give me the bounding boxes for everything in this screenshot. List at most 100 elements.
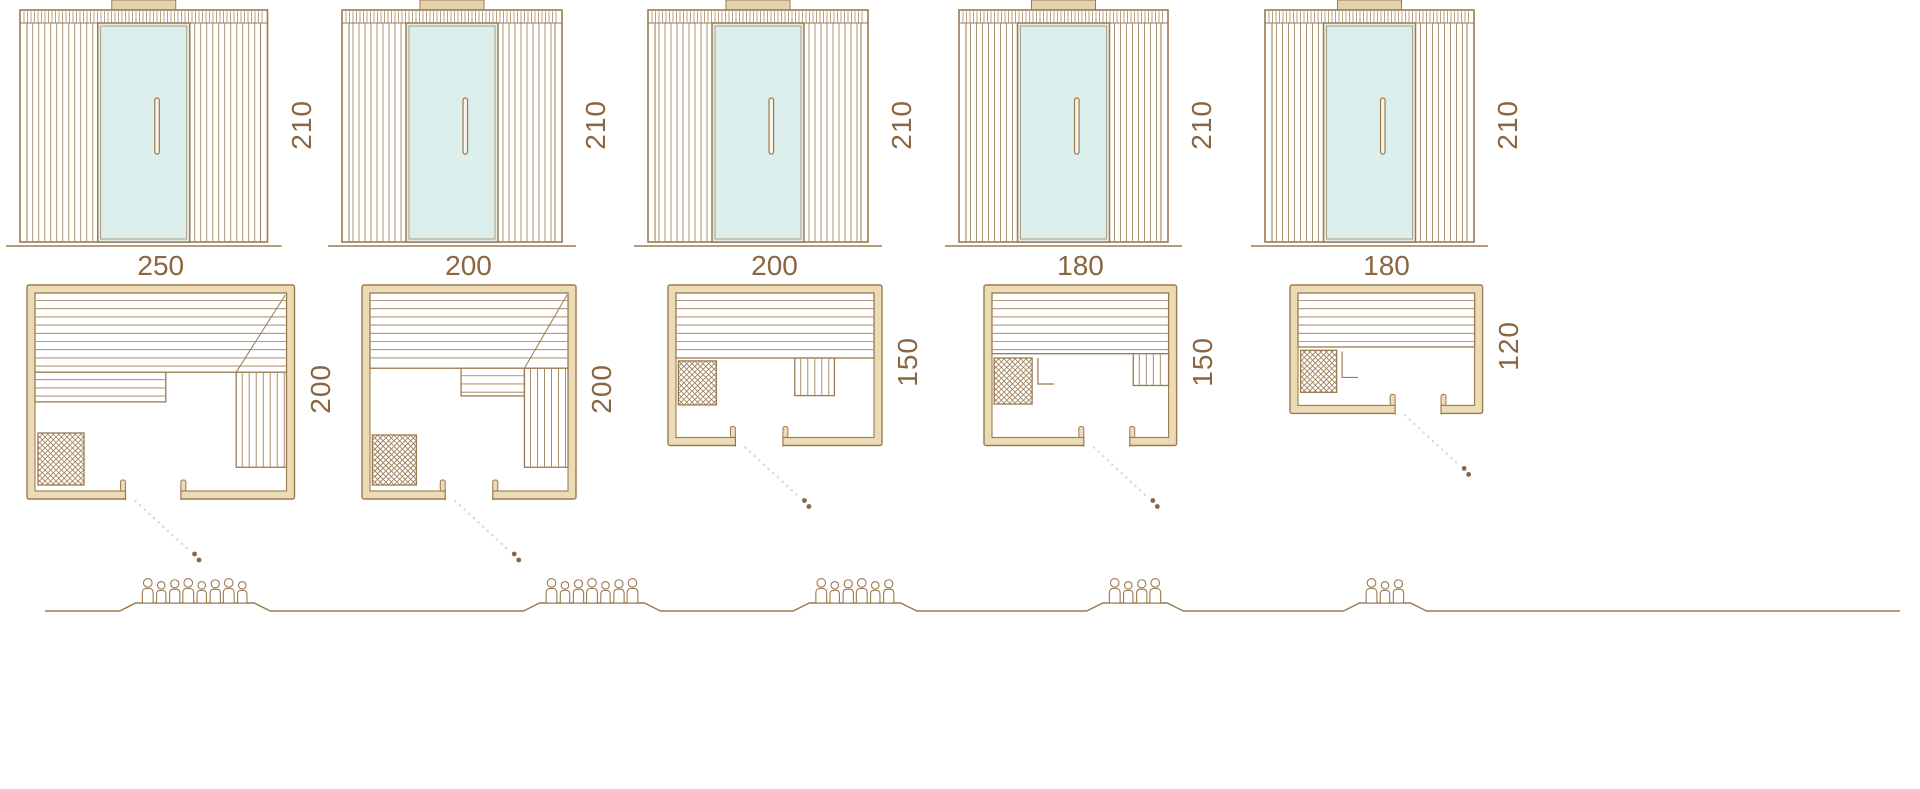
capacity-people-group (815, 578, 895, 604)
floor-plan-area: 200 (360, 283, 617, 581)
door-handle (767, 97, 774, 155)
capacity-people-group (545, 578, 639, 604)
door-opening (734, 436, 783, 448)
front-elevation: 210 (327, 0, 611, 250)
plan-depth-label: 150 (891, 337, 923, 387)
ground-line (45, 602, 1900, 612)
bench-edge (1037, 358, 1055, 385)
front-elevation-drawing (1251, 0, 1488, 247)
plan-width-label: 180 (1363, 250, 1410, 281)
floor-plan-drawing (26, 284, 296, 563)
plan-width-label: 250 (137, 250, 185, 281)
bench (34, 292, 288, 373)
door-handle (461, 97, 468, 155)
glass-door (1322, 22, 1417, 243)
door-handle-dots-icon (801, 498, 807, 503)
door-opening (1084, 436, 1130, 448)
floor-plan-area: 120 (1288, 283, 1524, 495)
door-jamb (1440, 393, 1447, 406)
floor-plan: 180 150 (982, 250, 1218, 528)
floor-plan: 250 200 (25, 250, 336, 581)
floor-plan-area: 150 (982, 283, 1218, 528)
floor-plan-drawing (360, 284, 577, 563)
floor-plan-drawing (666, 284, 883, 509)
heater-icon (677, 360, 716, 405)
door-handle (154, 97, 160, 155)
glass-door (710, 22, 805, 243)
glass-door (404, 22, 499, 243)
roof-vent (1031, 0, 1096, 11)
door-handle-dots-icon (515, 557, 521, 563)
door-jamb (120, 479, 127, 492)
front-elevation: 210 (633, 0, 917, 250)
door-handle-dots-icon (1150, 498, 1156, 503)
elevation-height-label: 210 (885, 100, 917, 150)
sauna-columns-row: 210 250 200 210 200 200 (6, 0, 1540, 581)
door-jamb (781, 426, 788, 438)
roof-vent (725, 0, 790, 11)
capacity-people-group (1365, 578, 1405, 604)
bench (235, 371, 288, 468)
floor-plan: 180 120 (1288, 250, 1524, 495)
door-jamb (1078, 425, 1085, 438)
roof-vent (419, 0, 484, 11)
glass-door (1016, 22, 1111, 243)
bench (368, 292, 569, 369)
floor-plan-area: 200 (25, 283, 336, 581)
door-jamb (1129, 425, 1136, 438)
front-elevation-drawing (633, 0, 882, 247)
heater-icon (38, 433, 85, 485)
elevation-height-label: 210 (579, 100, 611, 150)
plan-width-label: 200 (751, 250, 798, 281)
bench (1132, 353, 1170, 387)
plan-depth-label: 150 (1186, 337, 1218, 387)
door-swing-dotted-icon (453, 499, 508, 551)
heater-icon (371, 435, 416, 485)
bench (991, 292, 1170, 355)
sauna-variant-200x150: 210 200 150 (622, 0, 928, 581)
sauna-variant-180x150: 210 180 150 (928, 0, 1234, 581)
door-jamb (1389, 393, 1396, 406)
bench (459, 367, 525, 397)
roof-vent (1337, 0, 1402, 11)
floor-plan-drawing (983, 284, 1178, 509)
floor-plan-drawing (1289, 284, 1484, 477)
door-swing-dotted-icon (1092, 446, 1148, 497)
front-elevation: 210 (1251, 0, 1523, 250)
door-opening (444, 489, 493, 501)
capacity-people-group (141, 578, 248, 604)
bench-edge (1341, 351, 1359, 379)
floor-plan: 200 150 (666, 250, 923, 528)
sauna-variant-250x200: 210 250 200 (6, 0, 336, 581)
roof-vent (111, 0, 177, 11)
front-elevation-drawing (6, 0, 282, 247)
door-jamb (729, 426, 736, 438)
door-handle-dots-icon (1466, 471, 1472, 477)
heater-icon (994, 358, 1033, 405)
capacity-people-group (1108, 578, 1162, 604)
plan-depth-label: 200 (585, 364, 617, 414)
plan-width-label: 180 (1057, 250, 1104, 281)
elevation-height-label: 210 (1186, 100, 1217, 150)
bench (1297, 292, 1476, 348)
door-handle-dots-icon (1155, 504, 1160, 509)
floor-plan-area: 150 (666, 283, 923, 528)
door-handle-dots-icon (192, 551, 197, 557)
door-handle-dots-icon (806, 504, 811, 509)
sauna-variant-180x120: 210 180 120 (1234, 0, 1540, 581)
glass-door (97, 22, 191, 243)
door-handle (1379, 97, 1386, 155)
door-swing-dotted-icon (134, 499, 189, 551)
door-jamb (439, 479, 446, 492)
front-elevation-drawing (327, 0, 576, 247)
door-handle-dots-icon (196, 557, 202, 563)
front-elevation: 210 (945, 0, 1217, 250)
ground-line-capacity-row (45, 578, 1900, 612)
door-opening (1395, 404, 1442, 416)
sauna-variant-200x200: 210 200 200 (316, 0, 622, 581)
door-swing-dotted-icon (1404, 414, 1459, 465)
plan-depth-label: 120 (1492, 321, 1524, 371)
door-swing-dotted-icon (743, 446, 799, 497)
door-handle (1073, 97, 1080, 155)
